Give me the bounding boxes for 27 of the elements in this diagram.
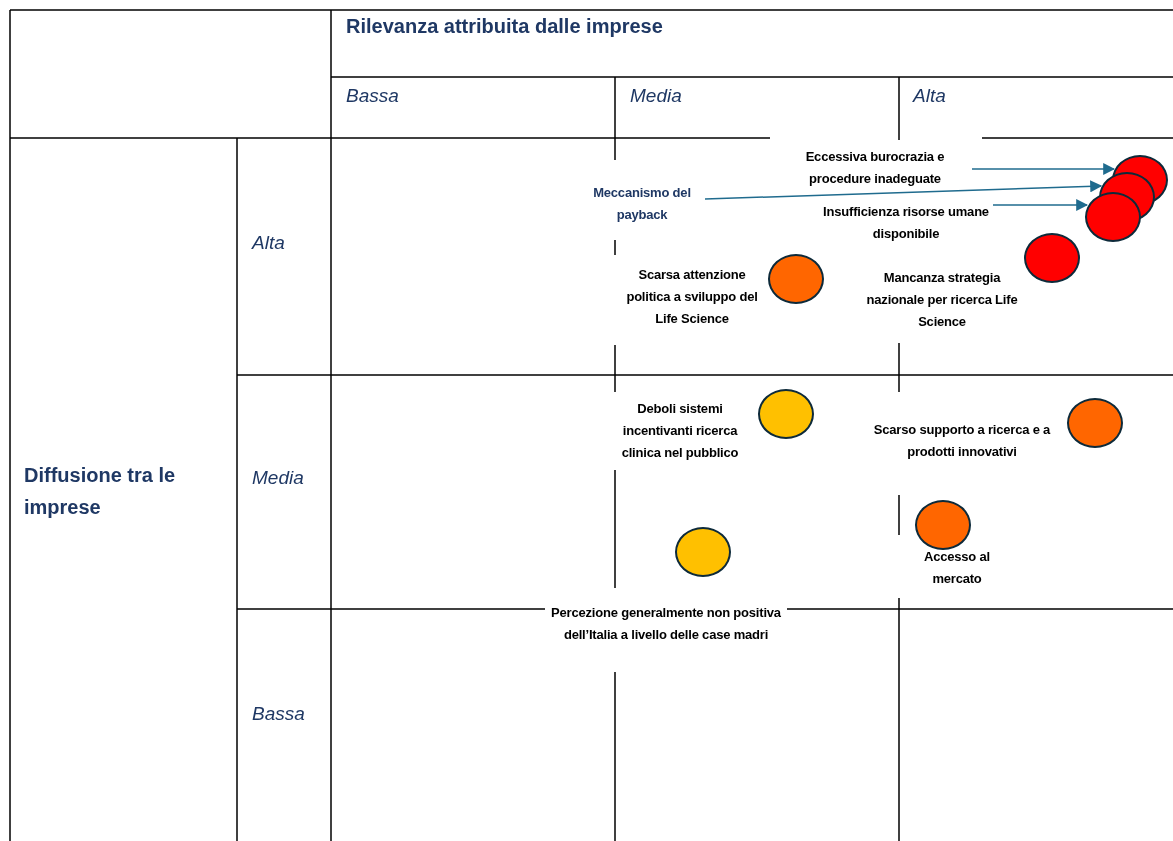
dot-label: Scarso supporto a ricerca e a prodotti innovativi [872, 421, 1052, 461]
dot-label: Mancanza strategia nazionale per ricerca Life Science [865, 269, 1019, 331]
axis-title: Diffusione tra le imprese [24, 463, 177, 520]
issue-label: Insufficienza risorse umane disponibile [821, 201, 991, 245]
axis-level-label: Bassa [252, 702, 305, 725]
rating-dot [1024, 233, 1080, 283]
rating-dot [915, 500, 971, 550]
dot-label: Deboli sistemi incentivanti ricerca clinica nel pubblico [620, 400, 740, 462]
dot-label: Percezione generalmente non positiva dell’Italia a livello delle case madri [551, 604, 781, 644]
arrow [704, 180, 1103, 200]
axis-level-label: Bassa [346, 84, 399, 107]
rating-dot [675, 527, 731, 577]
rating-dot [1067, 398, 1123, 448]
arrow [992, 199, 1089, 211]
axis-title: Rilevanza attribuita dalle imprese [346, 15, 663, 38]
issue-label: Meccanismo del payback [577, 182, 707, 226]
rating-dot [758, 389, 814, 439]
axis-level-label: Media [630, 84, 682, 107]
rating-dot [1085, 192, 1141, 242]
dot-label: Scarsa attenzione politica a sviluppo del Life Science [625, 266, 759, 328]
rating-dot [768, 254, 824, 304]
axis-level-label: Alta [252, 231, 285, 254]
axis-level-label: Alta [913, 84, 946, 107]
issue-label: Eccessiva burocrazia e procedure inadeguate [780, 146, 970, 190]
arrow [971, 163, 1116, 175]
axis-level-label: Media [252, 466, 304, 489]
dot-label: Accesso al mercato [923, 548, 991, 588]
